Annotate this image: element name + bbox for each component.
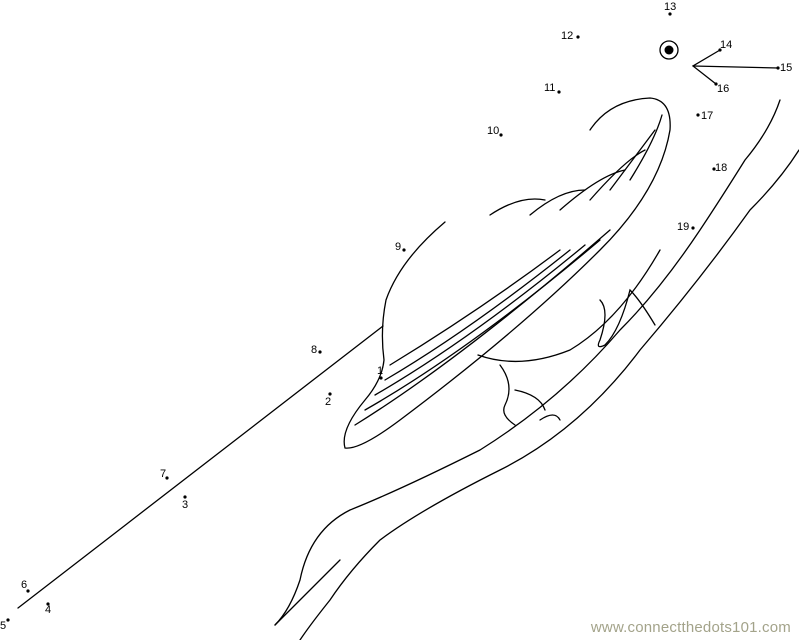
dot-label: 8 bbox=[311, 344, 318, 356]
dot-label: 7 bbox=[160, 468, 167, 480]
dot-18 bbox=[712, 167, 716, 171]
wing-feather bbox=[389, 249, 561, 366]
dot-label: 17 bbox=[701, 110, 714, 122]
dot-15 bbox=[776, 66, 780, 70]
dot-5 bbox=[6, 618, 10, 622]
branch-twig bbox=[274, 559, 341, 626]
eye-pupil bbox=[664, 45, 674, 55]
wing-feather bbox=[529, 189, 586, 216]
wing-feather bbox=[489, 198, 546, 216]
dot-19 bbox=[691, 226, 695, 230]
dot-1 bbox=[379, 376, 383, 380]
dot-label: 10 bbox=[487, 125, 500, 137]
dot-8 bbox=[318, 350, 322, 354]
branch-outline bbox=[274, 99, 781, 626]
dot-label: 15 bbox=[780, 62, 793, 74]
dot-label: 9 bbox=[395, 241, 402, 253]
dot-label: 1 bbox=[377, 365, 384, 377]
beak-tip bbox=[692, 65, 779, 69]
dot-2 bbox=[328, 392, 332, 396]
branch-outline bbox=[299, 149, 799, 640]
belly-line bbox=[477, 249, 661, 363]
dot-label: 18 bbox=[715, 162, 728, 174]
dot-label: 3 bbox=[182, 499, 189, 511]
wing-feather bbox=[609, 129, 656, 191]
dot-label: 2 bbox=[325, 396, 332, 408]
dot-label: 11 bbox=[544, 82, 556, 94]
dot-16 bbox=[714, 82, 718, 86]
dot-14 bbox=[718, 48, 722, 52]
dot-13 bbox=[668, 12, 672, 16]
dot-label: 16 bbox=[717, 83, 730, 95]
branch-left-line bbox=[17, 325, 384, 609]
dot-4 bbox=[46, 602, 50, 606]
dot-11 bbox=[557, 90, 561, 94]
dot-6 bbox=[26, 589, 30, 593]
wing-feather bbox=[384, 249, 571, 381]
wing-feather bbox=[589, 149, 646, 201]
wing-feather bbox=[354, 229, 611, 426]
dot-label: 4 bbox=[45, 604, 52, 616]
wing-outline bbox=[343, 97, 671, 449]
dot-17 bbox=[696, 113, 700, 117]
wing-feather bbox=[629, 114, 663, 181]
dot-3 bbox=[183, 495, 187, 499]
dot-7 bbox=[165, 476, 169, 480]
wing-feather bbox=[559, 169, 626, 211]
foot bbox=[597, 288, 656, 348]
dot-label: 6 bbox=[21, 579, 28, 591]
dot-10 bbox=[499, 133, 503, 137]
dot-label: 5 bbox=[0, 620, 7, 632]
dot-label: 12 bbox=[561, 30, 574, 42]
dot-label: 19 bbox=[677, 221, 690, 233]
dot-label: 13 bbox=[664, 1, 677, 13]
wing-feather bbox=[374, 244, 586, 396]
branch-twig bbox=[539, 414, 561, 421]
dot-label: 14 bbox=[720, 39, 733, 51]
dot-12 bbox=[576, 35, 580, 39]
watermark: www.connectthedots101.com bbox=[590, 619, 791, 636]
foot bbox=[499, 364, 546, 426]
dot-9 bbox=[402, 248, 406, 252]
